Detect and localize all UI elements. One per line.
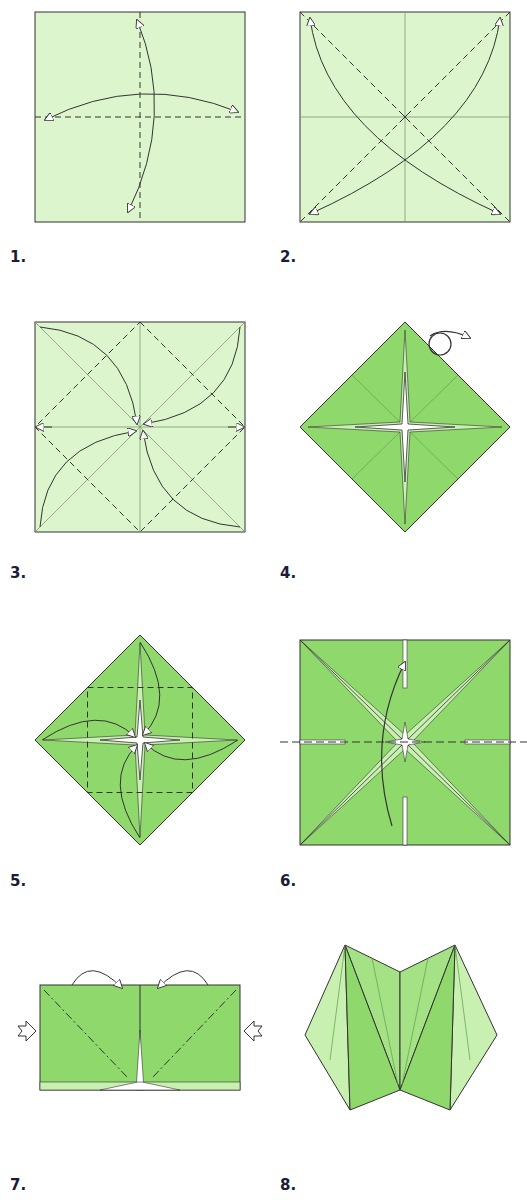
step-7-rectangle: [18, 971, 262, 1090]
step-4-blintz: [300, 322, 510, 532]
step-6-square: [280, 640, 527, 845]
step-3-square: [35, 322, 245, 532]
step-2-square: [300, 12, 510, 222]
step-5-blintz: [35, 635, 245, 845]
step-number: 7.: [10, 1178, 26, 1193]
step-8-fortune-teller: [305, 945, 497, 1110]
step-1-square: [35, 12, 245, 222]
step-number: 2.: [280, 250, 296, 265]
step-number: 4.: [280, 566, 296, 581]
step-number: 1.: [10, 250, 26, 265]
step-number: 5.: [10, 874, 26, 889]
step-number: 3.: [10, 566, 26, 581]
step-number: 6.: [280, 874, 296, 889]
step-number: 8.: [280, 1178, 296, 1193]
